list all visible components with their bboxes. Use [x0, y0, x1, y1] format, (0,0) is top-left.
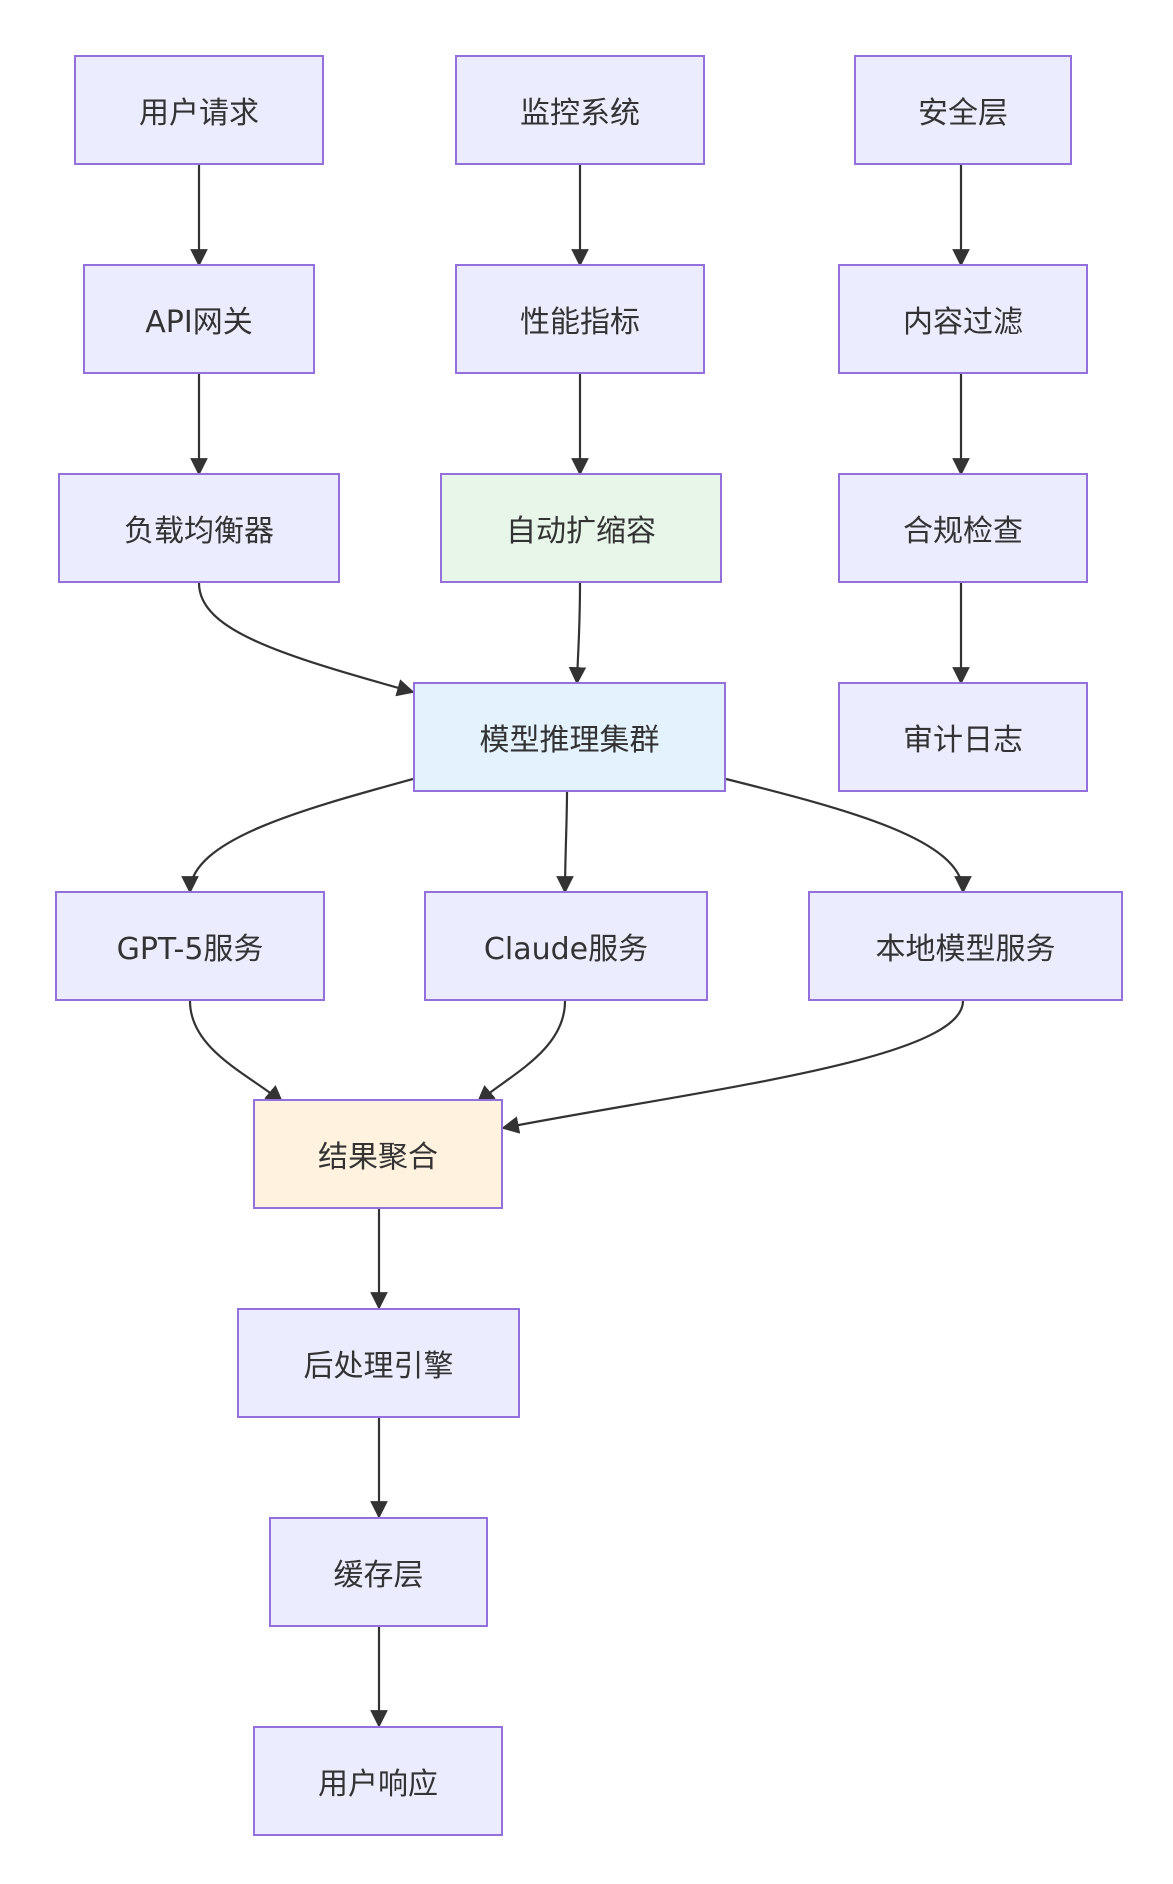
edge-claude-to-aggregation [476, 1000, 567, 1104]
node-user-request: 用户请求 [74, 55, 324, 165]
node-compliance: 合规检查 [838, 473, 1088, 583]
node-load-balancer: 负载均衡器 [58, 473, 340, 583]
node-aggregation: 结果聚合 [253, 1099, 503, 1209]
edge-autoscaling-to-inference-cluster [568, 582, 587, 685]
node-content-filter: 内容过滤 [838, 264, 1088, 374]
node-postprocess: 后处理引擎 [237, 1308, 520, 1418]
node-gpt5: GPT-5服务 [55, 891, 325, 1001]
edge-inference-cluster-to-gpt5 [181, 777, 414, 894]
node-claude: Claude服务 [424, 891, 708, 1001]
edge-inference-cluster-to-claude [556, 791, 574, 894]
node-metrics: 性能指标 [455, 264, 705, 374]
node-local-model: 本地模型服务 [808, 891, 1123, 1001]
node-monitoring: 监控系统 [455, 55, 705, 165]
node-autoscaling: 自动扩缩容 [440, 473, 722, 583]
node-api-gateway: API网关 [83, 264, 315, 374]
node-user-response: 用户响应 [253, 1726, 503, 1836]
edge-local-model-to-aggregation [501, 1000, 965, 1134]
node-audit-log: 审计日志 [838, 682, 1088, 792]
edge-load-balancer-to-inference-cluster [197, 582, 415, 697]
edge-inference-cluster-to-local-model [725, 777, 972, 894]
node-inference-cluster: 模型推理集群 [413, 682, 726, 792]
node-cache: 缓存层 [269, 1517, 488, 1627]
edge-gpt5-to-aggregation [188, 1000, 284, 1104]
node-security: 安全层 [854, 55, 1072, 165]
